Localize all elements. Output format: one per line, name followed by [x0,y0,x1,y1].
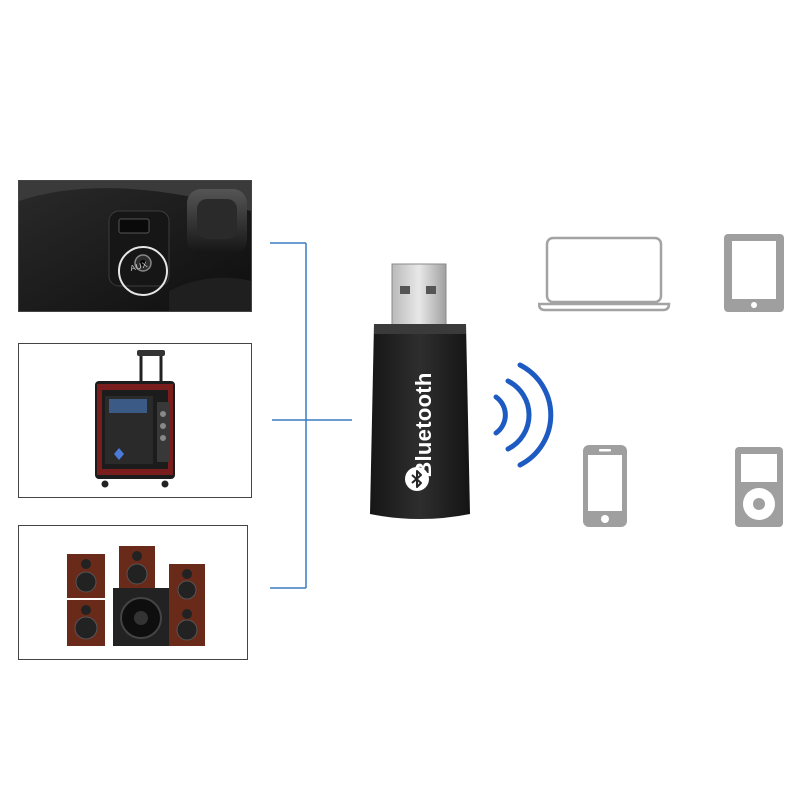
trolley-speaker [18,343,252,498]
laptop-icon [538,236,671,312]
tablet-icon [724,234,784,312]
wireless-signal-icon [493,362,554,468]
car-aux-panel [18,180,252,312]
bluetooth-icon [405,467,429,491]
bluetooth-dongle [370,263,470,519]
speaker-system [18,525,248,660]
music-player-icon [735,447,783,527]
smartphone-icon [583,445,627,527]
